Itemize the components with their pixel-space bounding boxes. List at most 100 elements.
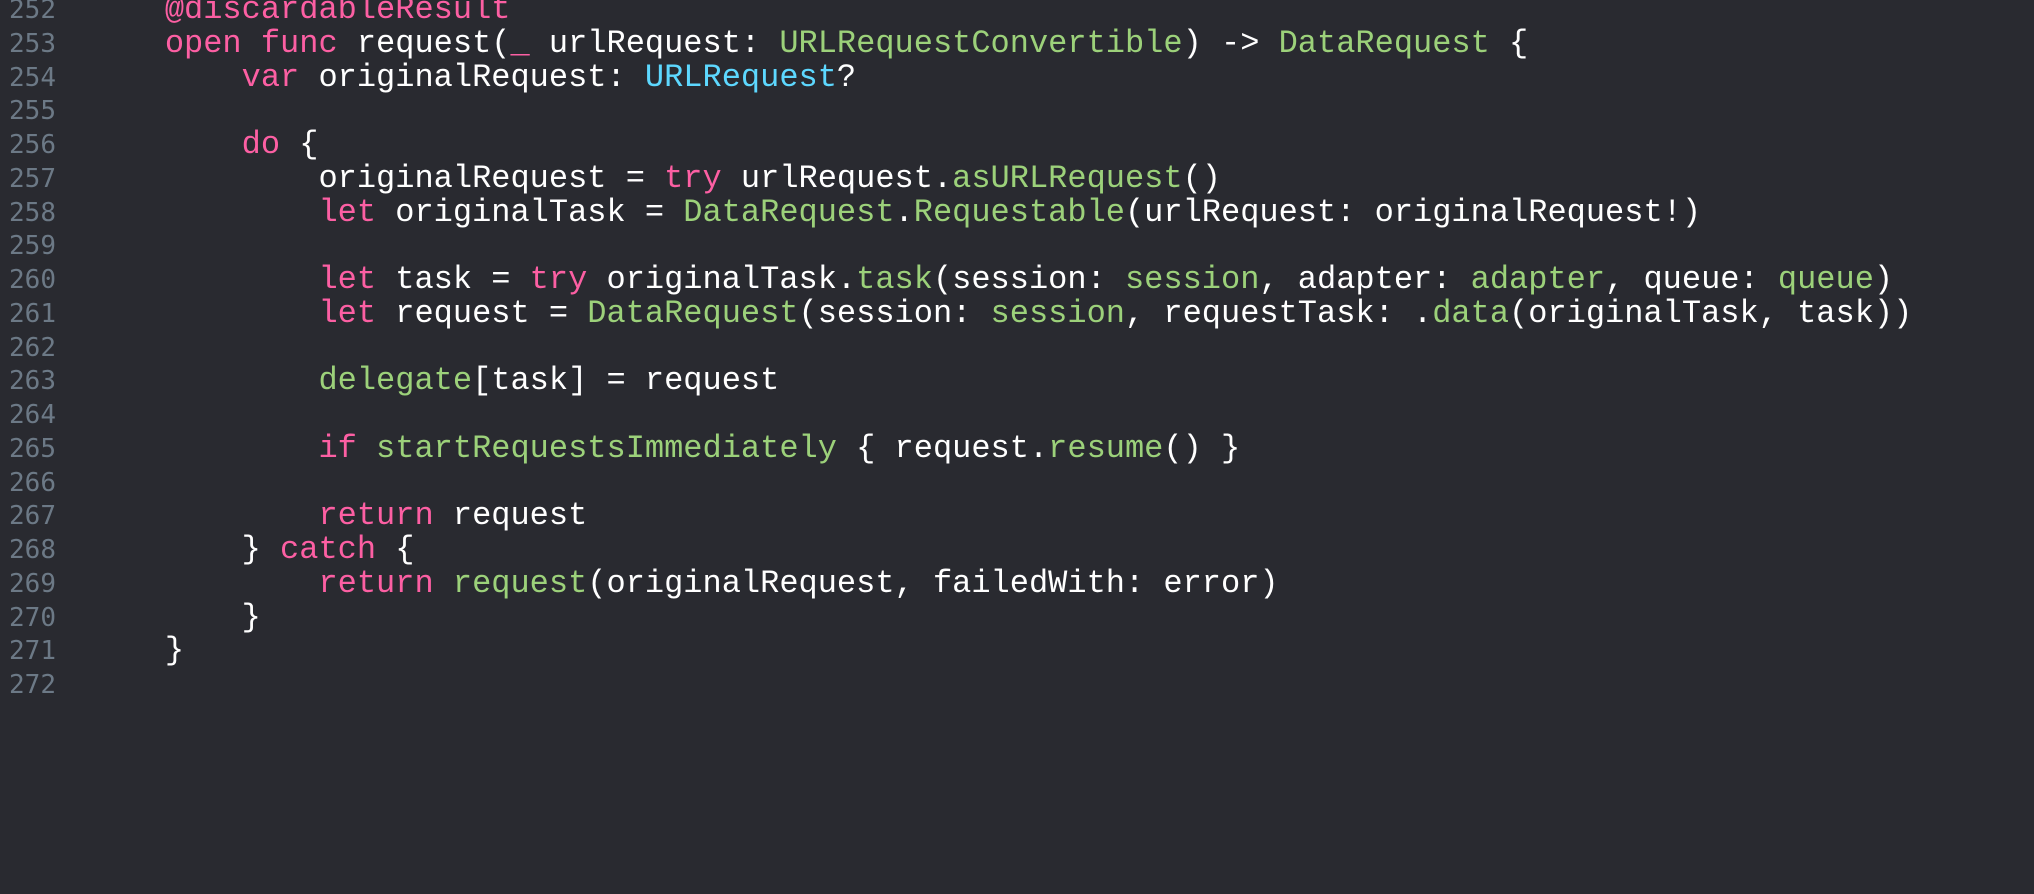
code-token: let bbox=[318, 193, 377, 231]
line-code[interactable]: var originalRequest: URLRequest? bbox=[88, 56, 857, 100]
code-line[interactable]: 264 bbox=[0, 393, 2034, 437]
code-token: originalTask. bbox=[587, 261, 857, 298]
line-number: 253 bbox=[9, 28, 56, 59]
code-token: (originalRequest, failedWith: error) bbox=[587, 564, 1279, 602]
code-token: resume bbox=[1048, 429, 1164, 467]
code-line[interactable]: 259 bbox=[0, 224, 2034, 268]
code-token: task bbox=[856, 261, 933, 298]
code-line[interactable]: 267 return request bbox=[0, 494, 2034, 538]
line-number: 272 bbox=[9, 670, 56, 700]
line-code[interactable]: let request = DataRequest(session: sessi… bbox=[88, 292, 1912, 336]
code-token: } bbox=[88, 632, 185, 670]
line-number: 265 bbox=[9, 433, 56, 464]
line-number: 252 bbox=[9, 0, 56, 25]
line-code[interactable]: } catch { bbox=[88, 528, 415, 572]
line-code[interactable]: originalRequest = try urlRequest.asURLRe… bbox=[88, 157, 1221, 201]
line-number: 255 bbox=[9, 96, 56, 127]
code-token: try bbox=[529, 261, 588, 298]
code-token: open bbox=[164, 24, 242, 62]
code-line[interactable]: 258 let originalTask = DataRequest.Reque… bbox=[0, 191, 2034, 235]
code-line[interactable]: 269 return request(originalRequest, fail… bbox=[0, 562, 2034, 606]
code-token: delegate bbox=[318, 362, 473, 400]
line-number: 266 bbox=[9, 467, 56, 498]
code-token: @discardableResult bbox=[164, 0, 511, 28]
line-number: 270 bbox=[9, 602, 56, 633]
code-line[interactable]: 257 originalRequest = try urlRequest.asU… bbox=[0, 157, 2034, 201]
line-code[interactable]: delegate[task] = request bbox=[88, 359, 779, 403]
line-code[interactable]: if startRequestsImmediately { request.re… bbox=[88, 427, 1240, 471]
code-line[interactable]: 272 bbox=[0, 663, 2034, 707]
code-token: originalTask = bbox=[376, 193, 684, 231]
code-line[interactable]: 270 } bbox=[0, 596, 2034, 640]
code-token: if bbox=[318, 429, 357, 467]
code-line[interactable]: 265 if startRequestsImmediately { reques… bbox=[0, 427, 2034, 471]
code-token: ? bbox=[836, 58, 857, 96]
code-token: originalRequest: bbox=[299, 58, 645, 96]
code-token: DataRequest bbox=[1278, 24, 1490, 62]
line-number: 259 bbox=[9, 231, 56, 262]
code-line[interactable]: 268 } catch { bbox=[0, 528, 2034, 572]
code-token: , requestTask: . bbox=[1124, 294, 1433, 332]
code-token: data bbox=[1432, 294, 1510, 332]
code-line[interactable]: 253 open func request(_ urlRequest: URLR… bbox=[0, 22, 2034, 66]
line-code[interactable]: @discardableResult bbox=[88, 0, 511, 32]
code-token: let bbox=[318, 294, 377, 332]
code-token: let bbox=[318, 261, 377, 298]
line-code[interactable]: do { bbox=[88, 123, 319, 167]
code-token: ) -> bbox=[1182, 24, 1279, 62]
code-token: _ bbox=[510, 24, 530, 62]
code-token: { bbox=[1489, 24, 1529, 62]
code-line[interactable]: 263 delegate[task] = request bbox=[0, 359, 2034, 403]
code-line[interactable]: 266 bbox=[0, 461, 2034, 505]
code-token: DataRequest bbox=[587, 294, 799, 332]
code-token: startRequestsImmediately bbox=[376, 429, 837, 467]
code-line[interactable]: 252 @discardableResult bbox=[0, 0, 2034, 32]
code-token: request( bbox=[337, 24, 511, 62]
code-line[interactable]: 256 do { bbox=[0, 123, 2034, 167]
line-code[interactable]: let originalTask = DataRequest.Requestab… bbox=[88, 191, 1701, 235]
code-token: } bbox=[88, 531, 281, 568]
code-token: session bbox=[990, 294, 1125, 332]
code-token: DataRequest bbox=[683, 193, 895, 231]
code-token: return bbox=[318, 564, 434, 602]
code-token: (session: bbox=[932, 261, 1125, 298]
code-token: func bbox=[260, 24, 338, 62]
line-code[interactable]: } bbox=[88, 596, 261, 640]
code-line[interactable]: 255 bbox=[0, 89, 2034, 133]
code-token: request bbox=[433, 497, 588, 535]
code-token: { bbox=[280, 126, 319, 163]
code-token: , queue: bbox=[1605, 261, 1778, 298]
code-token: task = bbox=[376, 261, 530, 298]
code-token: request bbox=[452, 564, 588, 602]
code-line[interactable]: 254 var originalRequest: URLRequest? bbox=[0, 56, 2034, 100]
line-number: 263 bbox=[9, 366, 56, 397]
line-number: 254 bbox=[9, 62, 56, 93]
code-line[interactable]: 262 bbox=[0, 326, 2034, 370]
line-code[interactable]: return request bbox=[88, 494, 587, 538]
code-token: asURLRequest bbox=[952, 159, 1183, 197]
line-code[interactable]: } bbox=[88, 629, 184, 673]
code-line[interactable]: 260 let task = try originalTask.task(ses… bbox=[0, 258, 2034, 302]
line-number: 264 bbox=[9, 400, 56, 430]
line-number: 258 bbox=[9, 197, 56, 228]
code-line[interactable]: 271 } bbox=[0, 629, 2034, 673]
line-number: 271 bbox=[9, 636, 56, 667]
code-token: () } bbox=[1163, 429, 1241, 467]
code-token: queue bbox=[1777, 261, 1874, 298]
code-token: catch bbox=[280, 531, 377, 568]
line-code[interactable]: return request(originalRequest, failedWi… bbox=[88, 562, 1279, 606]
code-token: originalRequest = bbox=[88, 159, 665, 197]
line-number: 268 bbox=[9, 535, 56, 565]
code-line[interactable]: 261 let request = DataRequest(session: s… bbox=[0, 292, 2034, 336]
code-token: do bbox=[241, 126, 281, 163]
code-token: (originalTask, task)) bbox=[1509, 294, 1913, 332]
code-token: [task] = request bbox=[472, 362, 780, 400]
code-token: (urlRequest: originalRequest!) bbox=[1124, 193, 1702, 231]
line-code[interactable]: open func request(_ urlRequest: URLReque… bbox=[88, 22, 1528, 66]
code-token: () bbox=[1182, 159, 1221, 197]
line-code[interactable]: let task = try originalTask.task(session… bbox=[88, 258, 1893, 302]
code-token: adapter bbox=[1470, 261, 1606, 298]
code-token: ) bbox=[1873, 261, 1894, 298]
line-number: 267 bbox=[9, 501, 56, 532]
